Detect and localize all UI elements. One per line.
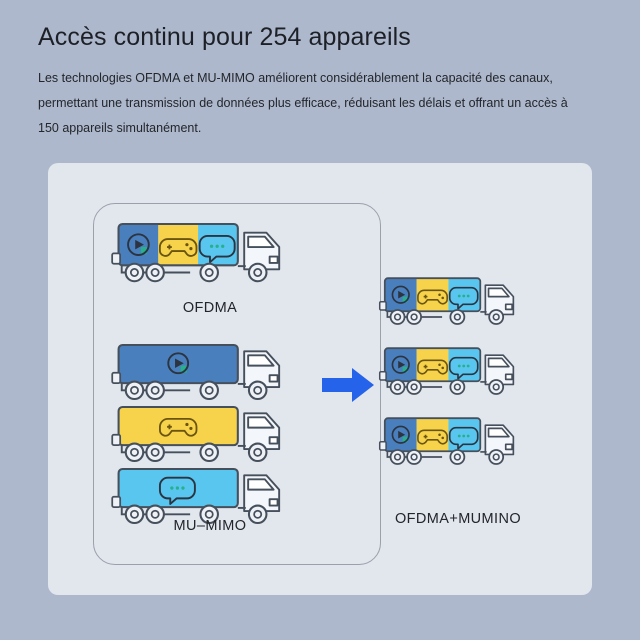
truck-cab [243, 474, 281, 513]
mu-mimo-truck-video [110, 341, 310, 403]
truck-wheels [389, 379, 505, 395]
gamepad-icon [417, 289, 448, 305]
segment-chat [448, 278, 481, 312]
ofdma-label: OFDMA [182, 300, 238, 316]
truck-graphic [111, 405, 281, 463]
play-icon [391, 355, 410, 374]
truck-cab [484, 284, 515, 316]
header: Accès continu pour 254 appareils Les tec… [38, 20, 604, 141]
truck-cab [484, 354, 515, 386]
play-icon [391, 425, 410, 444]
gamepad-icon [158, 238, 198, 257]
chat-bubble-icon [158, 476, 196, 505]
truck-graphic [378, 277, 515, 325]
mu-mimo-truck-game [110, 403, 310, 465]
truck-graphic [111, 222, 281, 283]
play-icon [391, 285, 410, 304]
ofdma-truck [110, 220, 310, 290]
illustration-panel: OFDMA [48, 163, 592, 595]
play-icon [127, 233, 150, 256]
combined-truck-2 [378, 345, 538, 401]
segment-game [416, 278, 449, 312]
truck-graphic [378, 347, 515, 395]
truck-wheels [389, 309, 505, 325]
truck-wheels [124, 442, 268, 463]
arrow-right-icon [322, 368, 374, 402]
page-subtitle: Les technologies OFDMA et MU-MIMO amélio… [38, 71, 568, 135]
segment-game [416, 348, 449, 382]
segment-chat [448, 418, 481, 452]
mu-mimo-label: MU–MIMO [173, 518, 247, 534]
truck-cab [243, 350, 281, 389]
truck-wheels [124, 380, 268, 401]
mu-mimo-truck-chat [110, 465, 310, 527]
segment-chat [198, 223, 238, 266]
truck-wheels [389, 449, 505, 465]
chat-bubble-icon [448, 356, 479, 380]
truck-wheels [124, 262, 268, 283]
truck-wheels [124, 504, 268, 525]
truck-cab [484, 424, 515, 456]
gamepad-icon [417, 359, 448, 375]
page-title: Accès continu pour 254 appareils [38, 23, 411, 51]
combined-label: OFDMA+MUMINO [394, 511, 522, 527]
flow-arrow [320, 365, 376, 405]
combined-truck-1 [378, 275, 538, 331]
chat-bubble-icon [448, 286, 479, 310]
segment-chat [448, 348, 481, 382]
combined-truck-3 [378, 415, 538, 471]
truck-graphic [111, 467, 281, 525]
gamepad-icon [417, 429, 448, 445]
truck-graphic [378, 417, 515, 465]
left-group-container [93, 203, 381, 565]
truck-graphic [111, 343, 281, 401]
segment-game [158, 223, 199, 266]
chat-bubble-icon [198, 234, 236, 264]
gamepad-icon [159, 417, 198, 437]
chat-bubble-icon [448, 426, 479, 450]
segment-game [416, 418, 449, 452]
segment-game [117, 405, 239, 447]
truck-cab [243, 231, 281, 271]
play-icon [167, 352, 190, 375]
truck-cab [243, 412, 281, 451]
